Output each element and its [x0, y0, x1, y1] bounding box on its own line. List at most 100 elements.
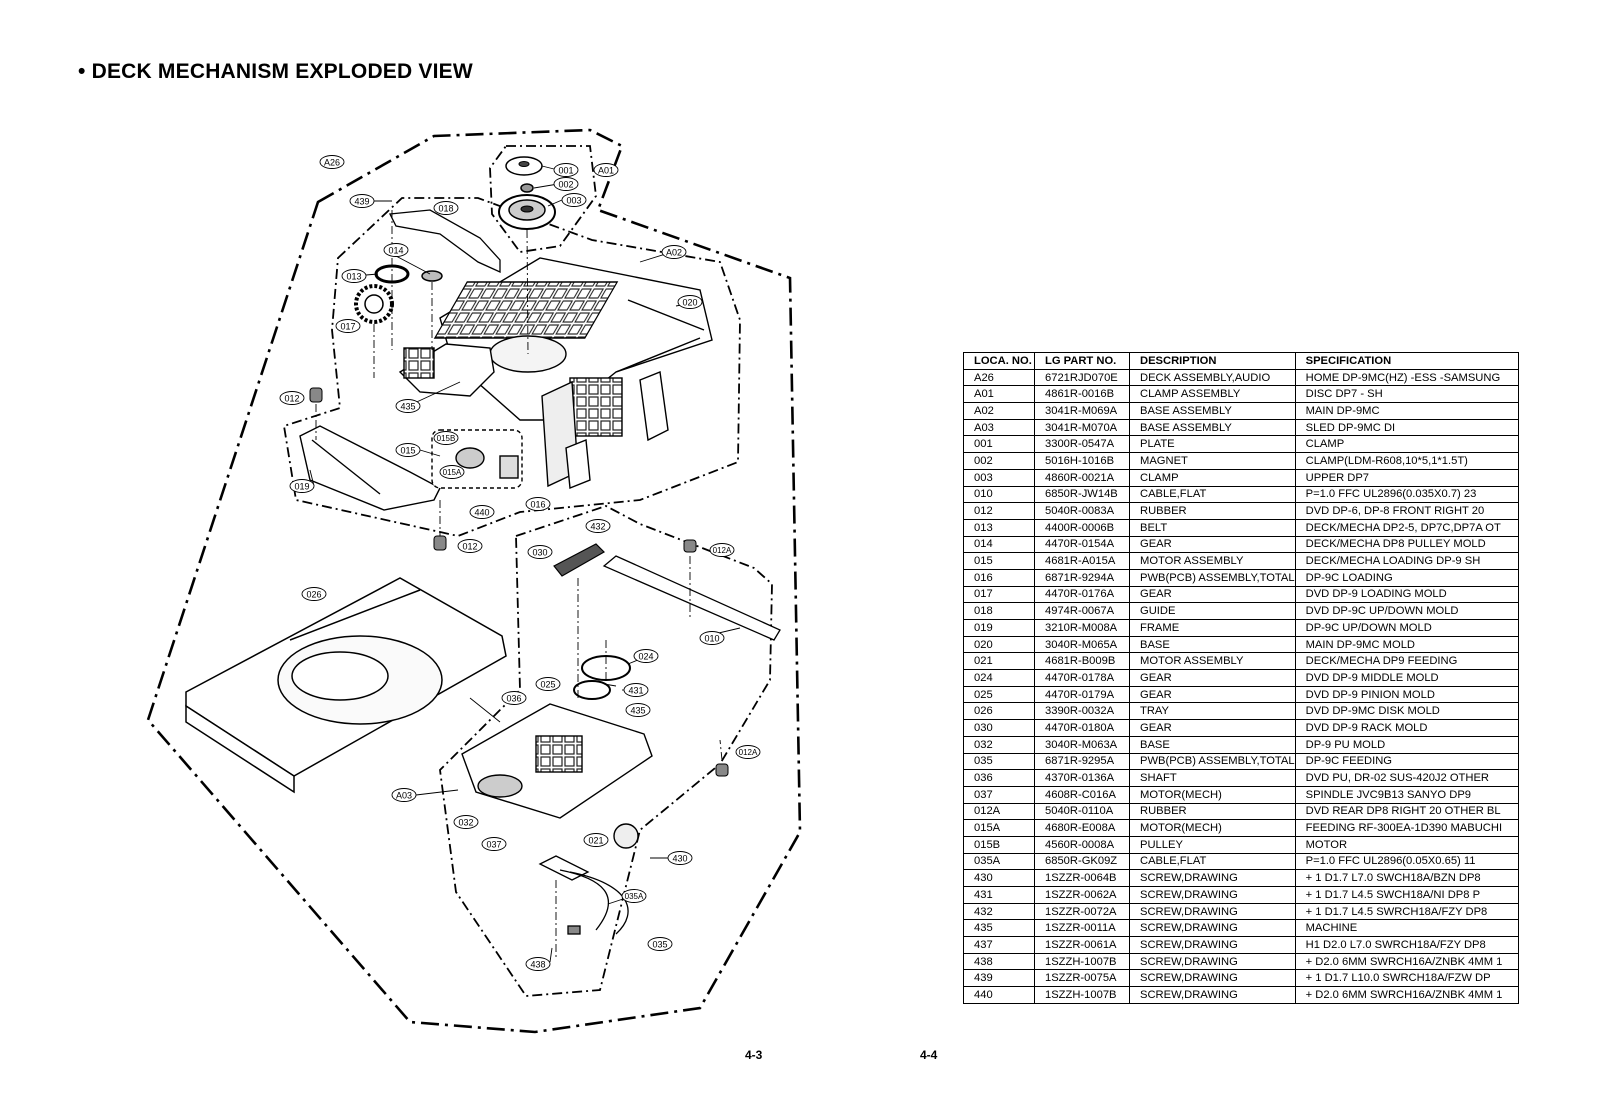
table-cell: SLED DP-9MC DI	[1294, 419, 1520, 436]
table-cell: P=1.0 FFC UL2896(0.035X0.7) 23	[1294, 486, 1520, 503]
table-cell: DP-9C LOADING	[1294, 569, 1520, 587]
table-cell: 3300R-0547A	[1034, 435, 1130, 453]
table-cell: + 1 D1.7 L7.0 SWCH18A/BZN DP8	[1294, 869, 1520, 887]
table-cell: BASE	[1129, 736, 1296, 753]
table-cell: RUBBER	[1129, 803, 1296, 820]
table-cell: 6871R-9294A	[1034, 569, 1130, 587]
svg-text:010: 010	[704, 634, 719, 644]
svg-text:024: 024	[638, 652, 653, 662]
column-header: LG PART NO.	[1034, 352, 1130, 370]
callout-012A: 012A	[709, 543, 735, 557]
table-cell: MOTOR(MECH)	[1129, 786, 1296, 804]
table-cell: 013	[963, 519, 1035, 537]
table-cell: + 1 D1.7 L4.5 SWRCH18A/FZY DP8	[1294, 903, 1520, 920]
callout-440: 440	[469, 505, 495, 519]
svg-text:438: 438	[530, 960, 545, 970]
table-cell: 437	[963, 936, 1035, 954]
table-cell: 4861R-0016B	[1034, 385, 1130, 403]
table-cell: GEAR	[1129, 669, 1296, 687]
callout-025: 025	[535, 677, 561, 691]
table-cell: DVD DP-9 PINION MOLD	[1294, 686, 1520, 703]
table-cell: FEEDING RF-300EA-1D390 MABUCHI	[1294, 819, 1520, 837]
table-cell: 015	[963, 552, 1035, 570]
svg-text:025: 025	[540, 680, 555, 690]
callout-A02: A02	[661, 245, 687, 259]
table-cell: CLAMP	[1294, 435, 1520, 453]
svg-text:036: 036	[506, 694, 521, 704]
table-cell: 4974R-0067A	[1034, 602, 1130, 620]
table-cell: DECK/MECHA LOADING DP-9 SH	[1294, 552, 1520, 570]
callout-439: 439	[349, 194, 375, 208]
callout-002: 002	[553, 177, 579, 191]
column-header: SPECIFICATION	[1294, 352, 1520, 370]
svg-text:A01: A01	[598, 166, 614, 176]
callout-037: 037	[481, 837, 507, 851]
clamp-assembly-outline	[489, 145, 597, 253]
table-cell: DVD DP-6, DP-8 FRONT RIGHT 20	[1294, 502, 1520, 520]
table-cell: 012A	[963, 803, 1035, 820]
table-cell: 4470R-0179A	[1034, 686, 1130, 703]
svg-text:030: 030	[532, 548, 547, 558]
table-cell: 1SZZR-0072A	[1034, 903, 1130, 920]
svg-text:A26: A26	[324, 158, 340, 168]
svg-text:A03: A03	[396, 791, 412, 801]
svg-text:019: 019	[294, 482, 309, 492]
svg-text:012: 012	[284, 394, 299, 404]
svg-text:016: 016	[530, 500, 545, 510]
table-cell: RUBBER	[1129, 502, 1296, 520]
table-cell: MAGNET	[1129, 452, 1296, 470]
table-cell: MACHINE	[1294, 919, 1520, 937]
callout-024: 024	[633, 649, 659, 663]
table-cell: PLATE	[1129, 435, 1296, 453]
callout-431: 431	[623, 683, 649, 697]
table-cell: GEAR	[1129, 719, 1296, 737]
table-cell: 4470R-0178A	[1034, 669, 1130, 687]
table-cell: DVD DP-9C UP/DOWN MOLD	[1294, 602, 1520, 620]
table-cell: SCREW,DRAWING	[1129, 969, 1296, 987]
table-cell: 6850R-GK09Z	[1034, 853, 1130, 870]
table-cell: MOTOR	[1294, 836, 1520, 854]
callout-030: 030	[527, 545, 553, 559]
table-cell: SCREW,DRAWING	[1129, 903, 1296, 920]
table-cell: 5016H-1016B	[1034, 452, 1130, 470]
table-cell: 5040R-0083A	[1034, 502, 1130, 520]
table-cell: 4860R-0021A	[1034, 469, 1130, 486]
callout-019: 019	[289, 479, 315, 493]
table-cell: 1SZZR-0075A	[1034, 969, 1130, 987]
svg-text:015: 015	[400, 446, 415, 456]
svg-text:440: 440	[474, 508, 489, 518]
callout-A26: A26	[319, 155, 345, 169]
table-cell: A26	[963, 369, 1035, 386]
table-cell: 019	[963, 619, 1035, 637]
table-cell: A01	[963, 385, 1035, 403]
table-cell: 1SZZR-0061A	[1034, 936, 1130, 954]
table-cell: 431	[963, 886, 1035, 904]
deck-assembly-outline	[146, 128, 802, 1034]
table-cell: 4470R-0180A	[1034, 719, 1130, 737]
table-cell: 035	[963, 753, 1035, 770]
column-header: DESCRIPTION	[1129, 352, 1296, 370]
table-cell: 440	[963, 986, 1035, 1004]
table-cell: 4400R-0006B	[1034, 519, 1130, 537]
table-cell: 6850R-JW14B	[1034, 486, 1130, 503]
table-cell: 439	[963, 969, 1035, 987]
table-cell: 014	[963, 536, 1035, 553]
column-header: LOCA. NO.	[963, 352, 1035, 370]
table-header-row: LOCA. NO. LG PART NO. DESCRIPTION SPECIF…	[963, 352, 1520, 370]
table-cell: 6721RJD070E	[1034, 369, 1130, 386]
